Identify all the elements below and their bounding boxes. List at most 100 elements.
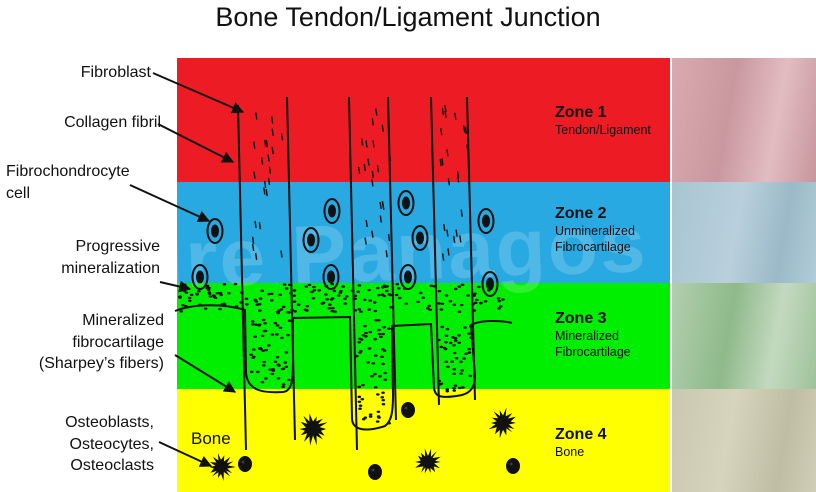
mineral-dot: [497, 307, 501, 310]
mineral-dot: [267, 292, 271, 296]
mineral-dot: [457, 341, 461, 344]
label-fibrochondrocyte-line2: cell: [6, 184, 31, 202]
mineral-dot: [330, 282, 335, 286]
mineral-dot: [212, 295, 217, 298]
fibrochondrocyte-cells: [191, 190, 499, 297]
zone-1-desc: Tendon/Ligament: [555, 123, 651, 137]
hatch-mark: [255, 112, 258, 120]
mineral-dot: [368, 415, 373, 418]
mineral-dot: [263, 322, 267, 325]
hatch-mark: [264, 139, 267, 147]
fibrochondrocyte-cell: [322, 264, 340, 290]
mineral-dot: [382, 326, 386, 329]
mineral-dot: [457, 334, 461, 337]
hatch-mark: [265, 140, 269, 148]
mineral-dot: [249, 353, 253, 357]
mineral-dot: [382, 294, 387, 298]
mineral-dot: [367, 308, 372, 311]
osteoblast-texture: [404, 406, 408, 410]
mineral-dot: [221, 302, 226, 306]
fibrochondrocyte-cell: [191, 264, 209, 290]
mineral-dot: [452, 351, 457, 355]
zone-2-desc-line1: Unmineralized: [555, 224, 635, 238]
zone-3-name: Zone 3: [555, 310, 607, 327]
mineral-dot: [195, 292, 199, 296]
mineral-dot: [276, 377, 281, 380]
label-bone-text: Bone: [191, 429, 231, 448]
mineral-dot: [442, 346, 447, 350]
mineral-dot: [332, 289, 337, 293]
mineral-dot: [325, 298, 329, 301]
callout-arrow: [158, 441, 213, 467]
mineral-dot: [367, 288, 371, 292]
mineral-dot: [358, 407, 362, 410]
diagram-title: Bone Tendon/Ligament Junction: [215, 2, 601, 32]
mineral-dot: [496, 297, 501, 300]
mineral-dot: [359, 310, 363, 313]
mineral-dot: [262, 360, 266, 364]
mineral-dot: [227, 292, 231, 295]
zone-1-name: Zone 1: [555, 104, 607, 121]
mineral-dot: [460, 283, 465, 287]
hatch-mark: [441, 108, 445, 116]
mineral-dot: [251, 348, 256, 351]
hatch-mark: [371, 118, 375, 126]
bone-cells: [209, 402, 520, 481]
mineral-dot: [377, 328, 381, 332]
mineral-dot: [452, 389, 457, 392]
label-mineralized-line2: fibrocartilage: [72, 333, 164, 351]
mineral-dot: [498, 305, 503, 308]
mineral-dot: [286, 378, 291, 382]
mineral-dot: [452, 387, 456, 390]
mineral-dot: [363, 324, 367, 328]
mineral-dot: [448, 299, 453, 303]
cell-membrane: [399, 264, 417, 290]
mineral-dot: [258, 309, 262, 312]
hatch-mark: [280, 133, 284, 141]
hatch-mark: [447, 178, 451, 186]
mineral-dot: [452, 344, 456, 347]
label-progressive-line1: Progressive: [75, 238, 160, 255]
mineral-dot: [275, 324, 280, 327]
mineral-dot: [454, 356, 459, 360]
mineral-dot: [357, 284, 362, 287]
mineral-dot: [343, 297, 347, 301]
zone-4-name: Zone 4: [555, 426, 607, 443]
mineral-dot: [373, 309, 378, 313]
mineral-dot: [446, 365, 450, 369]
mineral-dot: [467, 351, 472, 354]
mineral-dot: [379, 335, 383, 339]
fiber-line: [286, 96, 296, 441]
cell-nucleus: [402, 196, 410, 210]
mineral-dot: [362, 298, 367, 302]
cell-membrane: [323, 198, 341, 224]
mineral-dot: [179, 310, 184, 313]
mineral-dot: [364, 335, 368, 338]
mineral-dot: [330, 297, 335, 300]
cell-membrane: [206, 218, 224, 244]
mineral-dot: [250, 320, 255, 323]
mineral-dot: [450, 360, 454, 363]
hatch-mark: [260, 157, 264, 165]
mineral-dot: [473, 292, 477, 295]
mineral-dot: [357, 395, 362, 399]
hatch-mark: [251, 243, 255, 252]
mineral-dot: [338, 291, 343, 294]
mineral-dot: [381, 362, 385, 366]
mineral-dot: [233, 282, 238, 286]
mineral-dot: [327, 306, 332, 310]
mineral-dot: [356, 290, 361, 294]
mineral-dot: [253, 298, 258, 302]
mineral-dot: [396, 287, 401, 290]
hatch-mark: [263, 187, 266, 195]
mineral-dot: [206, 288, 211, 292]
mineral-dot: [293, 310, 297, 313]
mineral-dots: [178, 282, 505, 425]
zone-3-label: Zone 3 Mineralized Fibrocartilage: [555, 309, 631, 360]
mineral-dot: [292, 300, 297, 303]
osteocyte-cell: [209, 453, 236, 481]
mineral-dot: [207, 292, 212, 296]
hatch-mark: [254, 220, 257, 229]
mineral-dot: [283, 361, 288, 364]
mineral-dot: [269, 292, 274, 296]
